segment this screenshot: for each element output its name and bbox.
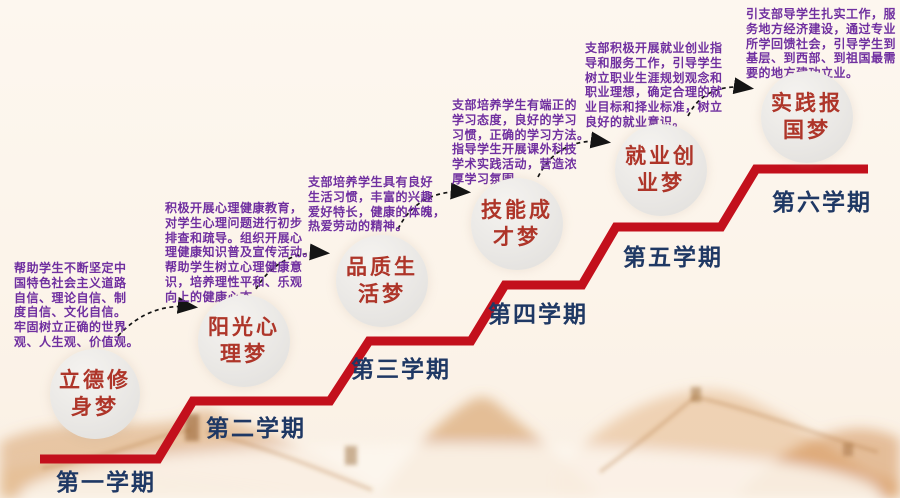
dream-title-4: 技能成才梦 (481, 198, 553, 249)
dream-title-2: 阳光心理梦 (208, 315, 280, 366)
arrow-to-dream-3 (255, 243, 331, 290)
dream-circle-5: 就业创业梦 (615, 124, 707, 216)
wall-towers (41, 387, 879, 492)
desc-text-semester-2: 积极开展心理健康教育， 对学生心理问题进行初步 排查和疏导。组织开展心 理健康知… (165, 201, 316, 304)
dream-title-3: 品质生活梦 (346, 255, 418, 306)
dream-title-6: 实践报国梦 (771, 91, 843, 142)
dream-circle-6: 实践报国梦 (761, 71, 853, 163)
desc-text-semester-6: 引支部导学生扎实工作，服 务地方经济建设，通过专业 所学回馈社会，引导学生到 基… (746, 7, 897, 80)
dream-circle-1: 立德修身梦 (50, 349, 140, 439)
dream-circle-3: 品质生活梦 (336, 235, 428, 327)
arrow-to-dream-5 (537, 131, 612, 178)
dream-title-5: 就业创业梦 (625, 144, 697, 195)
semester-label-6: 第六学期 (772, 190, 872, 215)
desc-text-semester-1: 帮助学生不断坚定中 国特色社会主义道路 自信、理论自信、制 度自信、文化自信。 … (14, 261, 140, 349)
staircase-red-line (40, 164, 868, 464)
semester-label-1: 第一学期 (56, 470, 156, 495)
desc-text-semester-5: 支部积极开展就业创业指 导和服务工作，引导学生 树立职业生涯规划观念和 职业理想… (585, 41, 723, 129)
dream-title-1: 立德修身梦 (59, 368, 131, 419)
semester-label-2: 第二学期 (206, 416, 306, 441)
arrow-to-dream-4 (397, 182, 472, 230)
arrow-to-dream-2 (117, 296, 199, 337)
semester-label-5: 第五学期 (623, 245, 723, 270)
dashed-arrows (117, 77, 755, 337)
semester-label-3: 第三学期 (351, 357, 451, 382)
dream-circle-4: 技能成才梦 (471, 178, 563, 270)
dream-circle-2: 阳光心理梦 (198, 295, 290, 387)
desc-text-semester-3: 支部培养学生具有良好 生活习惯，丰富的兴趣 爱好特长，健康的体魄， 热爱劳动的精… (308, 175, 446, 234)
desc-text-semester-4: 支部培养学生有端正的 学习态度，良好的学习 习惯，正确的学习方法。 指导学生开展… (452, 98, 590, 186)
semester-label-4: 第四学期 (488, 302, 588, 327)
